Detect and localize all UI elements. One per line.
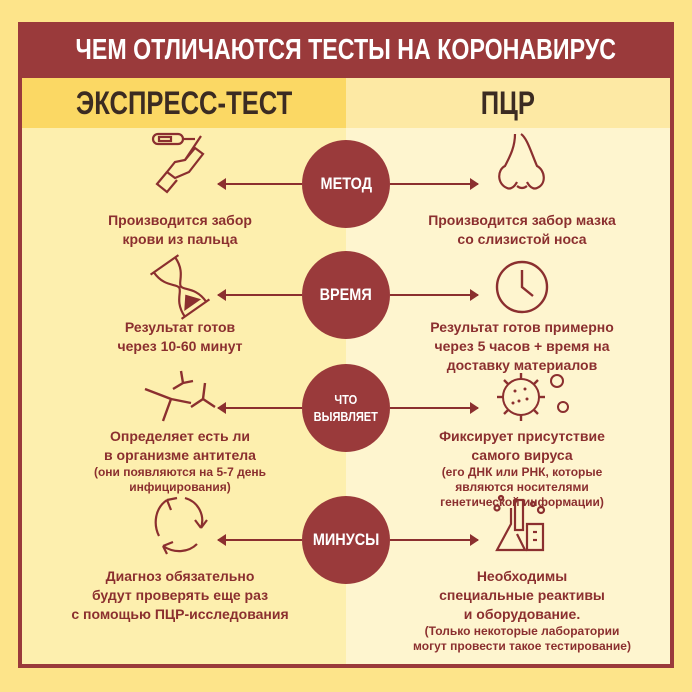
arrow-right: [390, 178, 479, 190]
column-header-express: ЭКСПРЕСС-ТЕСТ: [22, 78, 346, 128]
right-column-bg: [346, 128, 670, 664]
virus-icon: [487, 361, 577, 436]
nose-icon: [487, 128, 557, 203]
description-note: являются носителями: [455, 480, 589, 494]
description-line: Необходимы: [476, 568, 568, 584]
arrow-right: [390, 534, 479, 546]
description-note: (его ДНК или РНК, которые: [441, 465, 603, 479]
description-note: инфицирования): [129, 480, 231, 494]
arrow-left: [217, 534, 302, 546]
left-description: Результат готов через 10-60 минут: [30, 318, 330, 356]
column-header-pcr: ПЦР: [346, 78, 670, 128]
lab-flasks-icon: [487, 490, 557, 565]
right-header-band: [346, 78, 670, 128]
description-line: Определяет есть ли: [109, 428, 250, 444]
description-line: Результат готов примерно: [430, 319, 614, 335]
description-line: Результат готов: [124, 319, 236, 335]
row-label-text: ВРЕМЯ: [319, 285, 373, 304]
description-line: будут проверять еще раз: [91, 587, 269, 603]
description-line: Фиксирует присутствие: [439, 428, 605, 444]
row-label-badge: ЧТО ВЫЯВЛЯЕТ: [302, 364, 390, 452]
description-note: (Только некоторые лаборатории: [424, 624, 620, 638]
description-line: самого вируса: [471, 447, 573, 463]
right-description: Результат готов примерно через 5 часов + …: [372, 318, 672, 375]
arrow-left: [217, 178, 302, 190]
arrow-right: [390, 289, 479, 301]
row-label-badge: МЕТОД: [302, 140, 390, 228]
description-line: и оборудование.: [463, 606, 581, 622]
row-label-badge: МИНУСЫ: [302, 496, 390, 584]
description-line: специальные реактивы: [439, 587, 605, 603]
clock-icon: [487, 252, 557, 327]
hourglass-icon: [145, 252, 215, 327]
arrow-right: [390, 402, 479, 414]
arrow-left: [217, 289, 302, 301]
description-line: Производится забор: [108, 212, 252, 228]
left-description: Производится забор крови из пальца: [30, 211, 330, 249]
row-label-text: ВЫЯВЛЯЕТ: [313, 409, 379, 424]
right-description: Производится забор мазка со слизистой нос…: [372, 211, 672, 249]
page-title: ЧЕМ ОТЛИЧАЮТСЯ ТЕСТЫ НА КОРОНАВИРУС: [18, 22, 674, 78]
description-line: со слизистой носа: [457, 231, 587, 247]
recycle-arrows-icon: [145, 490, 215, 565]
finger-prick-icon: [145, 128, 215, 203]
description-line: через 5 часов + время на: [434, 338, 610, 354]
left-description: Диагноз обязательно будут проверять еще р…: [30, 567, 330, 624]
description-line: Диагноз обязательно: [105, 568, 255, 584]
row-label-text: МЕТОД: [320, 174, 372, 193]
description-note: (они появляются на 5-7 день: [93, 465, 267, 479]
right-description: Необходимы специальные реактивы и оборудов…: [372, 567, 672, 654]
row-label-badge: ВРЕМЯ: [302, 251, 390, 339]
row-label-text: ЧТО: [334, 392, 358, 407]
description-line: через 10-60 минут: [117, 338, 243, 354]
left-header-band: [22, 78, 346, 128]
left-column-bg: [22, 128, 346, 664]
antibodies-icon: [135, 361, 225, 436]
row-label-text: МИНУСЫ: [312, 530, 380, 549]
description-line: доставку материалов: [446, 357, 598, 373]
description-line: Производится забор мазка: [428, 212, 616, 228]
column-header-text: ЭКСПРЕСС-ТЕСТ: [75, 84, 293, 121]
column-header-text: ПЦР: [480, 84, 536, 121]
description-line: в организме антитела: [104, 447, 256, 463]
left-description: Определяет есть ли в организме антитела (о…: [30, 427, 330, 495]
description-note: могут провести такое тестирование): [413, 639, 631, 653]
description-line: крови из пальца: [122, 231, 238, 247]
title-text: ЧЕМ ОТЛИЧАЮТСЯ ТЕСТЫ НА КОРОНАВИРУС: [75, 33, 617, 66]
arrow-left: [217, 402, 302, 414]
description-line: с помощью ПЦР-исследования: [71, 606, 289, 622]
